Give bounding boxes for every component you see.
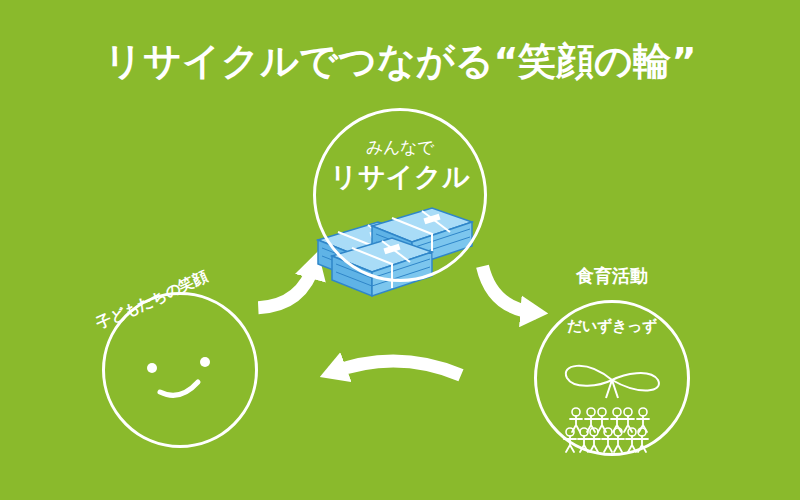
- children-figures: [564, 408, 649, 452]
- cycle-circle: 食育活動だいずきっず: [534, 300, 690, 456]
- title: リサイクルでつながる“笑顔の輪”: [0, 36, 800, 87]
- cycle-arrow: [483, 266, 537, 312]
- ribbon: [566, 366, 659, 391]
- node-heading: 食育活動: [576, 266, 648, 286]
- ribbon-tail: [606, 380, 618, 398]
- node-title: リサイクル: [330, 162, 470, 192]
- child-figure: [636, 428, 648, 452]
- smiley-eye: [147, 363, 157, 373]
- child-figure: [626, 428, 638, 452]
- child-figure: [588, 428, 600, 452]
- child-figure: [612, 428, 624, 452]
- paper-bundle: [332, 238, 432, 296]
- child-figure: [564, 428, 576, 452]
- cycle-circle: 子どもたちの笑顔: [102, 292, 258, 448]
- smiley-mouth: [160, 382, 198, 395]
- cycle-arrow: [331, 361, 461, 375]
- child-figure: [602, 428, 614, 452]
- node-title: だいずきっず: [567, 318, 657, 335]
- node-subtitle: みんなで: [366, 138, 434, 157]
- cycle-arrow: [258, 263, 314, 308]
- node-heading: 子どもたちの笑顔: [94, 268, 210, 332]
- child-figure: [578, 428, 590, 452]
- smiley-eye: [200, 357, 210, 367]
- cycle-circle: みんなでリサイクル: [313, 108, 487, 282]
